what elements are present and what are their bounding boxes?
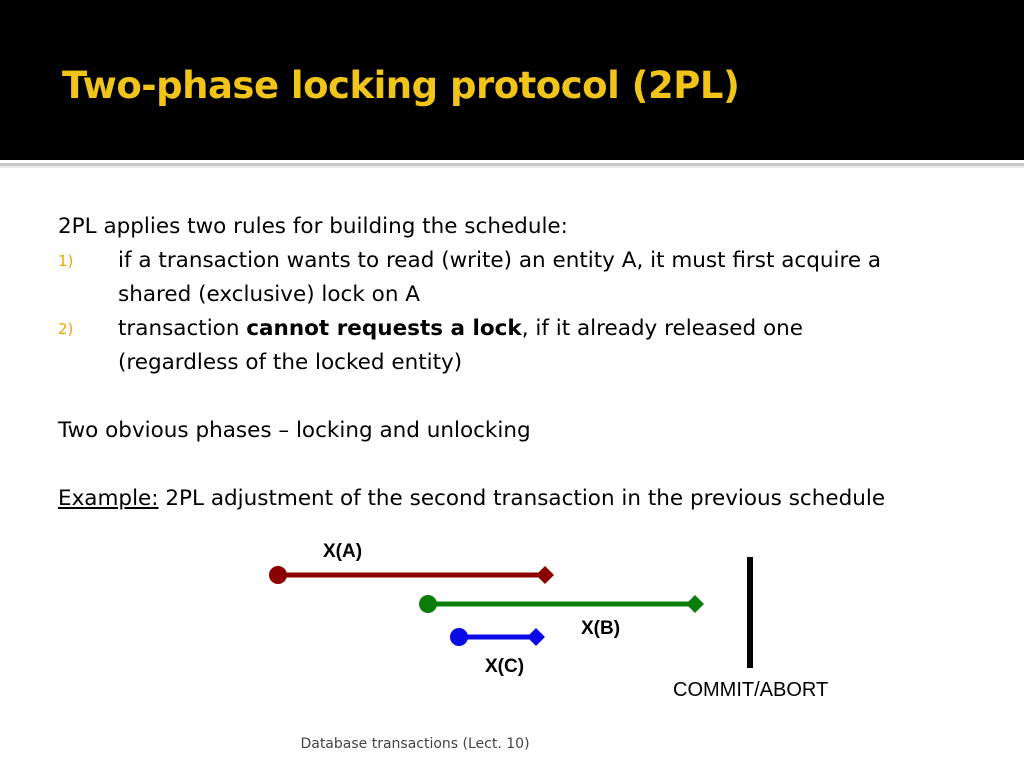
lock-label-c: X(C) — [485, 656, 524, 677]
slide-title: Two-phase locking protocol (2PL) — [62, 64, 740, 107]
rule-item-2: 2) transaction cannot requests a lock, i… — [58, 312, 988, 380]
lock-bar-a: X(A) — [269, 541, 554, 584]
rule-2-line-1: transaction cannot requests a lock, if i… — [118, 312, 988, 346]
example-label: Example: — [58, 486, 159, 511]
lock-bar-c: X(C) — [450, 628, 545, 677]
slide-footer: Database transactions (Lect. 10) — [0, 736, 1024, 752]
phases-text: Two obvious phases – locking and unlocki… — [58, 418, 531, 443]
lock-acquire-dot-c — [450, 628, 468, 646]
lock-bar-b: X(B) — [419, 595, 704, 639]
lock-release-diamond-c — [527, 628, 545, 646]
lock-timeline-diagram: X(A) X(B) X(C) COMMIT/ABORT — [269, 541, 828, 700]
list-number: 1) — [58, 252, 74, 270]
rule-2-emphasis: cannot requests a lock — [246, 316, 522, 341]
spacer — [58, 380, 988, 414]
commit-label: COMMIT/ABORT — [673, 679, 828, 700]
list-number: 2) — [58, 320, 74, 338]
slide-body: 2PL applies two rules for building the s… — [58, 210, 988, 516]
lock-release-diamond-a — [536, 566, 554, 584]
rule-2-line-2: (regardless of the locked entity) — [118, 350, 463, 375]
lock-release-diamond-b — [686, 595, 704, 613]
rule-2-suffix: , if it already released one — [521, 316, 803, 341]
intro-text: 2PL applies two rules for building the s… — [58, 214, 568, 239]
rule-item-1: 1) if a transaction wants to read (write… — [58, 244, 988, 312]
lock-acquire-dot-a — [269, 566, 287, 584]
title-bar: Two-phase locking protocol (2PL) — [0, 0, 1024, 160]
rule-1-line-1: if a transaction wants to read (write) a… — [118, 248, 882, 273]
lock-acquire-dot-b — [419, 595, 437, 613]
example-description: 2PL adjustment of the second transaction… — [158, 486, 886, 511]
rule-1-line-2: shared (exclusive) lock on A — [118, 282, 420, 307]
example-text: Example: 2PL adjustment of the second tr… — [58, 482, 988, 516]
lock-label-a: X(A) — [323, 541, 362, 562]
footer-text: Database transactions (Lect. 10) — [300, 736, 530, 752]
spacer — [58, 448, 988, 482]
rule-2-prefix: transaction — [118, 316, 247, 341]
header-divider-shadow — [0, 166, 1024, 168]
header-divider — [0, 163, 1024, 166]
lock-label-b: X(B) — [581, 618, 620, 639]
